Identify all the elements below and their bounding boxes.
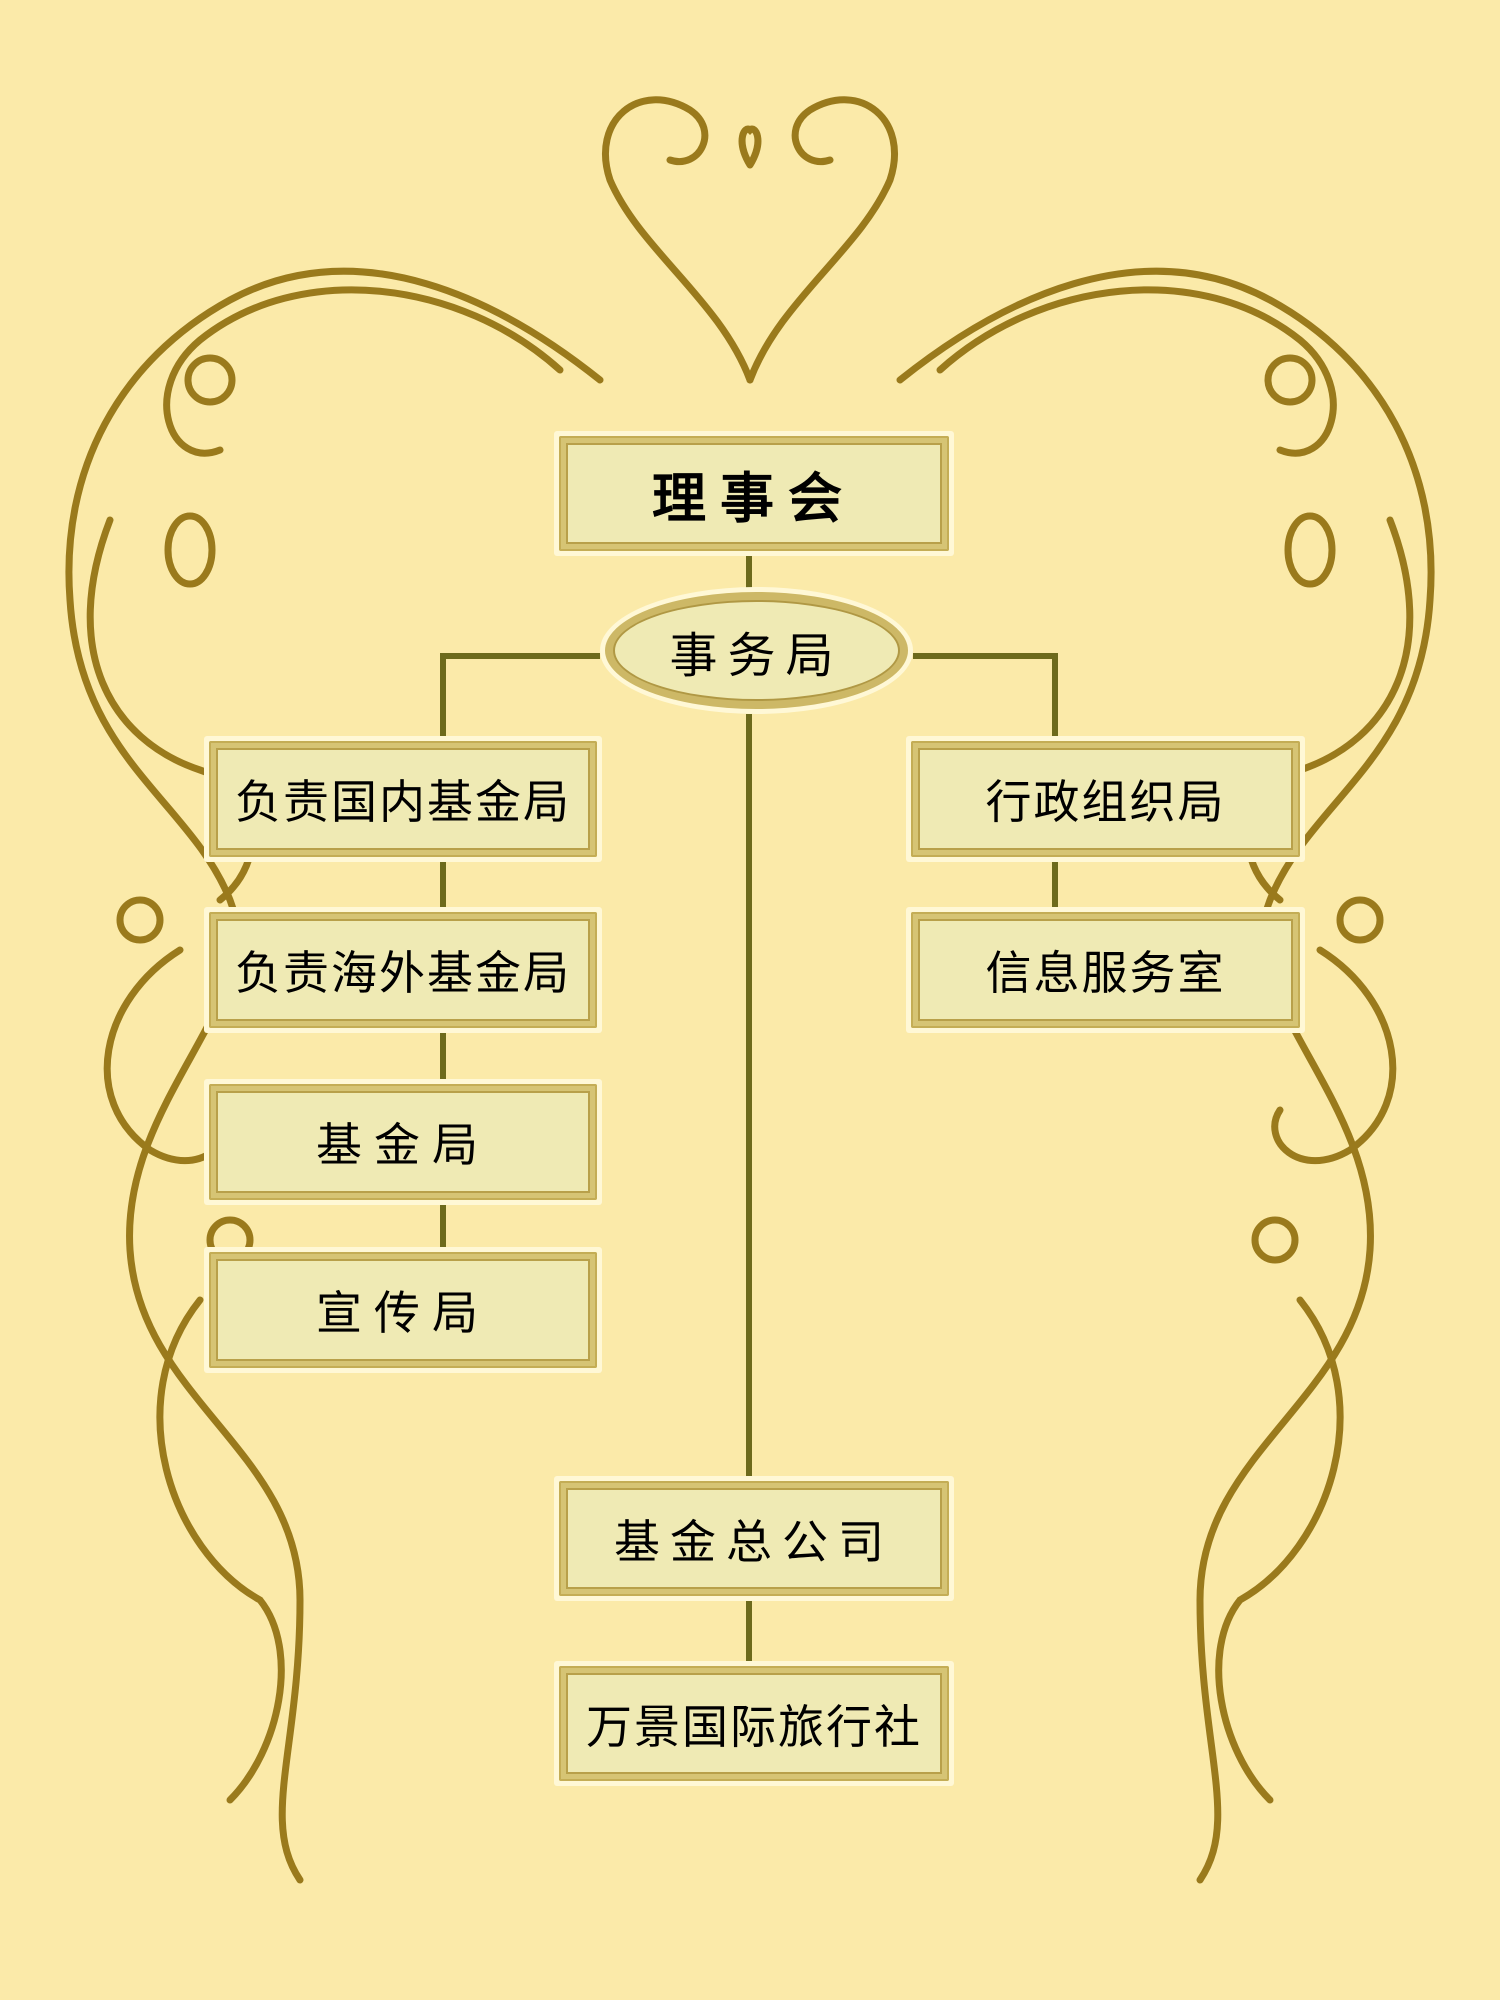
node-fund-company: 基金总公司 (554, 1476, 954, 1601)
node-overseas-fund-bureau: 负责海外基金局 (204, 907, 602, 1033)
node-domestic-fund-bureau: 负责国内基金局 (204, 736, 602, 862)
node-publicity-bureau: 宣传局 (204, 1247, 602, 1373)
node-administration-bureau: 行政组织局 (906, 736, 1305, 862)
connector-left-branch (440, 653, 600, 1250)
node-travel-agency: 万景国际旅行社 (554, 1661, 954, 1786)
node-board: 理事会 (554, 431, 954, 556)
node-information-office: 信息服务室 (906, 907, 1305, 1033)
node-secretariat: 事务局 (600, 587, 913, 714)
node-fund-bureau: 基金局 (204, 1079, 602, 1205)
